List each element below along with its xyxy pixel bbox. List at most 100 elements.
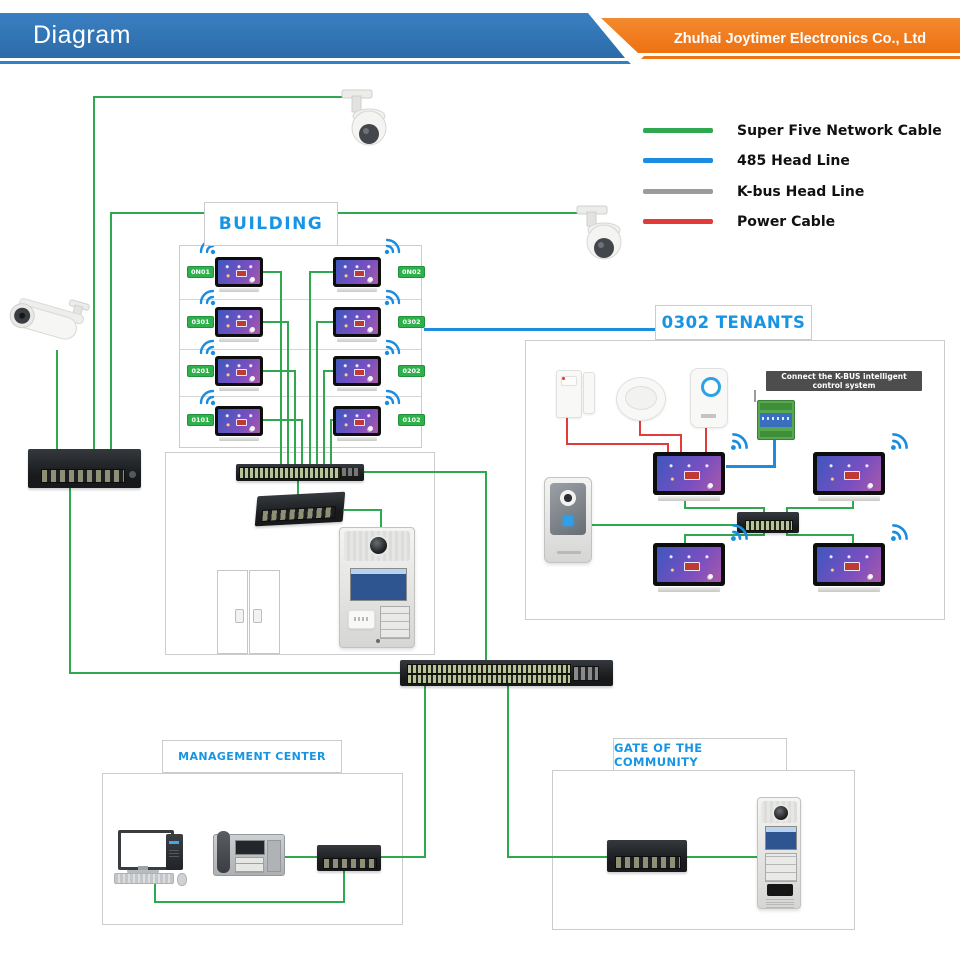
bullet-camera bbox=[9, 298, 90, 340]
phone-screen bbox=[235, 840, 265, 855]
cable bbox=[485, 471, 487, 663]
cable bbox=[684, 499, 686, 509]
switch-uplink-ports bbox=[342, 468, 360, 476]
tenant-switch bbox=[737, 512, 799, 533]
door-phone-camera bbox=[560, 490, 576, 506]
cable bbox=[154, 901, 345, 903]
phone-handset bbox=[217, 831, 230, 873]
station-screen bbox=[350, 568, 407, 601]
cable bbox=[263, 419, 303, 421]
floor-separator bbox=[180, 396, 421, 397]
cable bbox=[110, 212, 112, 454]
cable bbox=[69, 487, 71, 674]
indoor-monitor bbox=[333, 356, 381, 391]
kbus-module-terminals bbox=[760, 413, 792, 427]
pc-mouse bbox=[177, 873, 187, 886]
floor-separator bbox=[180, 349, 421, 350]
indoor-monitor bbox=[215, 406, 263, 441]
gate-title-box: GATE OF THE COMMUNITY bbox=[613, 738, 787, 771]
gateway-ring bbox=[701, 377, 721, 397]
cable bbox=[424, 685, 426, 858]
ptz-dome-camera-2 bbox=[576, 205, 622, 260]
wifi-icon bbox=[384, 289, 401, 306]
page-title: Diagram bbox=[33, 21, 131, 49]
kbus-module-bottom bbox=[760, 431, 792, 437]
switch-ports bbox=[323, 858, 377, 869]
cable-kbus bbox=[754, 390, 756, 402]
gateway-logo bbox=[701, 414, 716, 418]
kbus-terminal-dots bbox=[762, 417, 790, 420]
cable-power bbox=[705, 424, 707, 454]
switch-ports bbox=[407, 674, 571, 684]
door-phone-speaker bbox=[557, 551, 581, 554]
cable bbox=[263, 370, 296, 372]
wifi-icon bbox=[890, 433, 908, 451]
pc-tower-vents bbox=[169, 848, 179, 857]
indoor-monitor bbox=[813, 543, 885, 592]
cable bbox=[316, 321, 318, 466]
unit-tag: 0101 bbox=[187, 414, 214, 426]
gate-title: GATE OF THE COMMUNITY bbox=[614, 740, 703, 769]
cable-485 bbox=[424, 328, 655, 331]
indoor-monitor bbox=[653, 543, 725, 592]
wifi-icon bbox=[384, 238, 401, 255]
gate-switch bbox=[607, 840, 687, 872]
cable bbox=[323, 370, 335, 372]
unit-tag: 0N01 bbox=[187, 266, 214, 278]
switch-uplink-ports bbox=[573, 666, 599, 681]
pc-keyboard bbox=[114, 873, 174, 884]
switch-ports bbox=[615, 856, 681, 869]
cable-power bbox=[566, 412, 568, 445]
legend-swatch-power bbox=[643, 219, 713, 224]
wifi-icon bbox=[890, 524, 908, 542]
header-orange-underline bbox=[641, 56, 960, 59]
management-title: MANAGEMENT CENTER bbox=[178, 750, 326, 763]
cable bbox=[56, 350, 58, 454]
cable bbox=[684, 534, 686, 544]
cable bbox=[294, 370, 296, 466]
switch-ports bbox=[745, 520, 793, 531]
wifi-icon bbox=[730, 433, 748, 451]
gate-door-station bbox=[757, 797, 801, 909]
station-speaker bbox=[766, 899, 794, 903]
indoor-monitor bbox=[333, 406, 381, 441]
wifi-icon bbox=[199, 339, 216, 356]
pc-tower-slot bbox=[169, 841, 179, 844]
wifi-icon bbox=[199, 289, 216, 306]
door-handle bbox=[253, 609, 262, 623]
pc-monitor-base bbox=[127, 870, 159, 873]
station-call-buttons bbox=[765, 853, 797, 882]
cable bbox=[69, 672, 402, 674]
wifi-icon bbox=[384, 339, 401, 356]
unit-tag: 0N02 bbox=[398, 266, 425, 278]
cable bbox=[344, 509, 382, 511]
door-leaf bbox=[249, 570, 280, 654]
cable bbox=[284, 856, 318, 858]
unit-tag: 0102 bbox=[398, 414, 425, 426]
building-floor-switch bbox=[254, 491, 346, 527]
phone-keypad bbox=[235, 857, 264, 873]
door-phone-button bbox=[563, 516, 573, 526]
indoor-monitor bbox=[333, 257, 381, 292]
unit-tag: 0202 bbox=[398, 365, 425, 377]
gate-box bbox=[552, 770, 855, 930]
unit-tag: 0201 bbox=[187, 365, 214, 377]
switch-ports bbox=[261, 506, 337, 523]
door-sensor bbox=[556, 370, 582, 418]
cable bbox=[309, 271, 311, 466]
smoke-detector-ring bbox=[625, 386, 657, 410]
legend-label-kbus: K-bus Head Line bbox=[737, 184, 865, 200]
cable bbox=[316, 321, 335, 323]
cable bbox=[93, 96, 345, 98]
door-phone-face bbox=[550, 483, 586, 535]
cable-power bbox=[639, 412, 641, 436]
tenants-title-box: 0302 TENANTS bbox=[655, 305, 812, 340]
sensor-window bbox=[561, 376, 577, 386]
station-screen bbox=[765, 826, 797, 850]
floor-separator bbox=[180, 299, 421, 300]
header-orange-banner bbox=[601, 18, 960, 53]
cable bbox=[309, 271, 335, 273]
cable bbox=[507, 685, 509, 858]
cable bbox=[330, 419, 335, 421]
